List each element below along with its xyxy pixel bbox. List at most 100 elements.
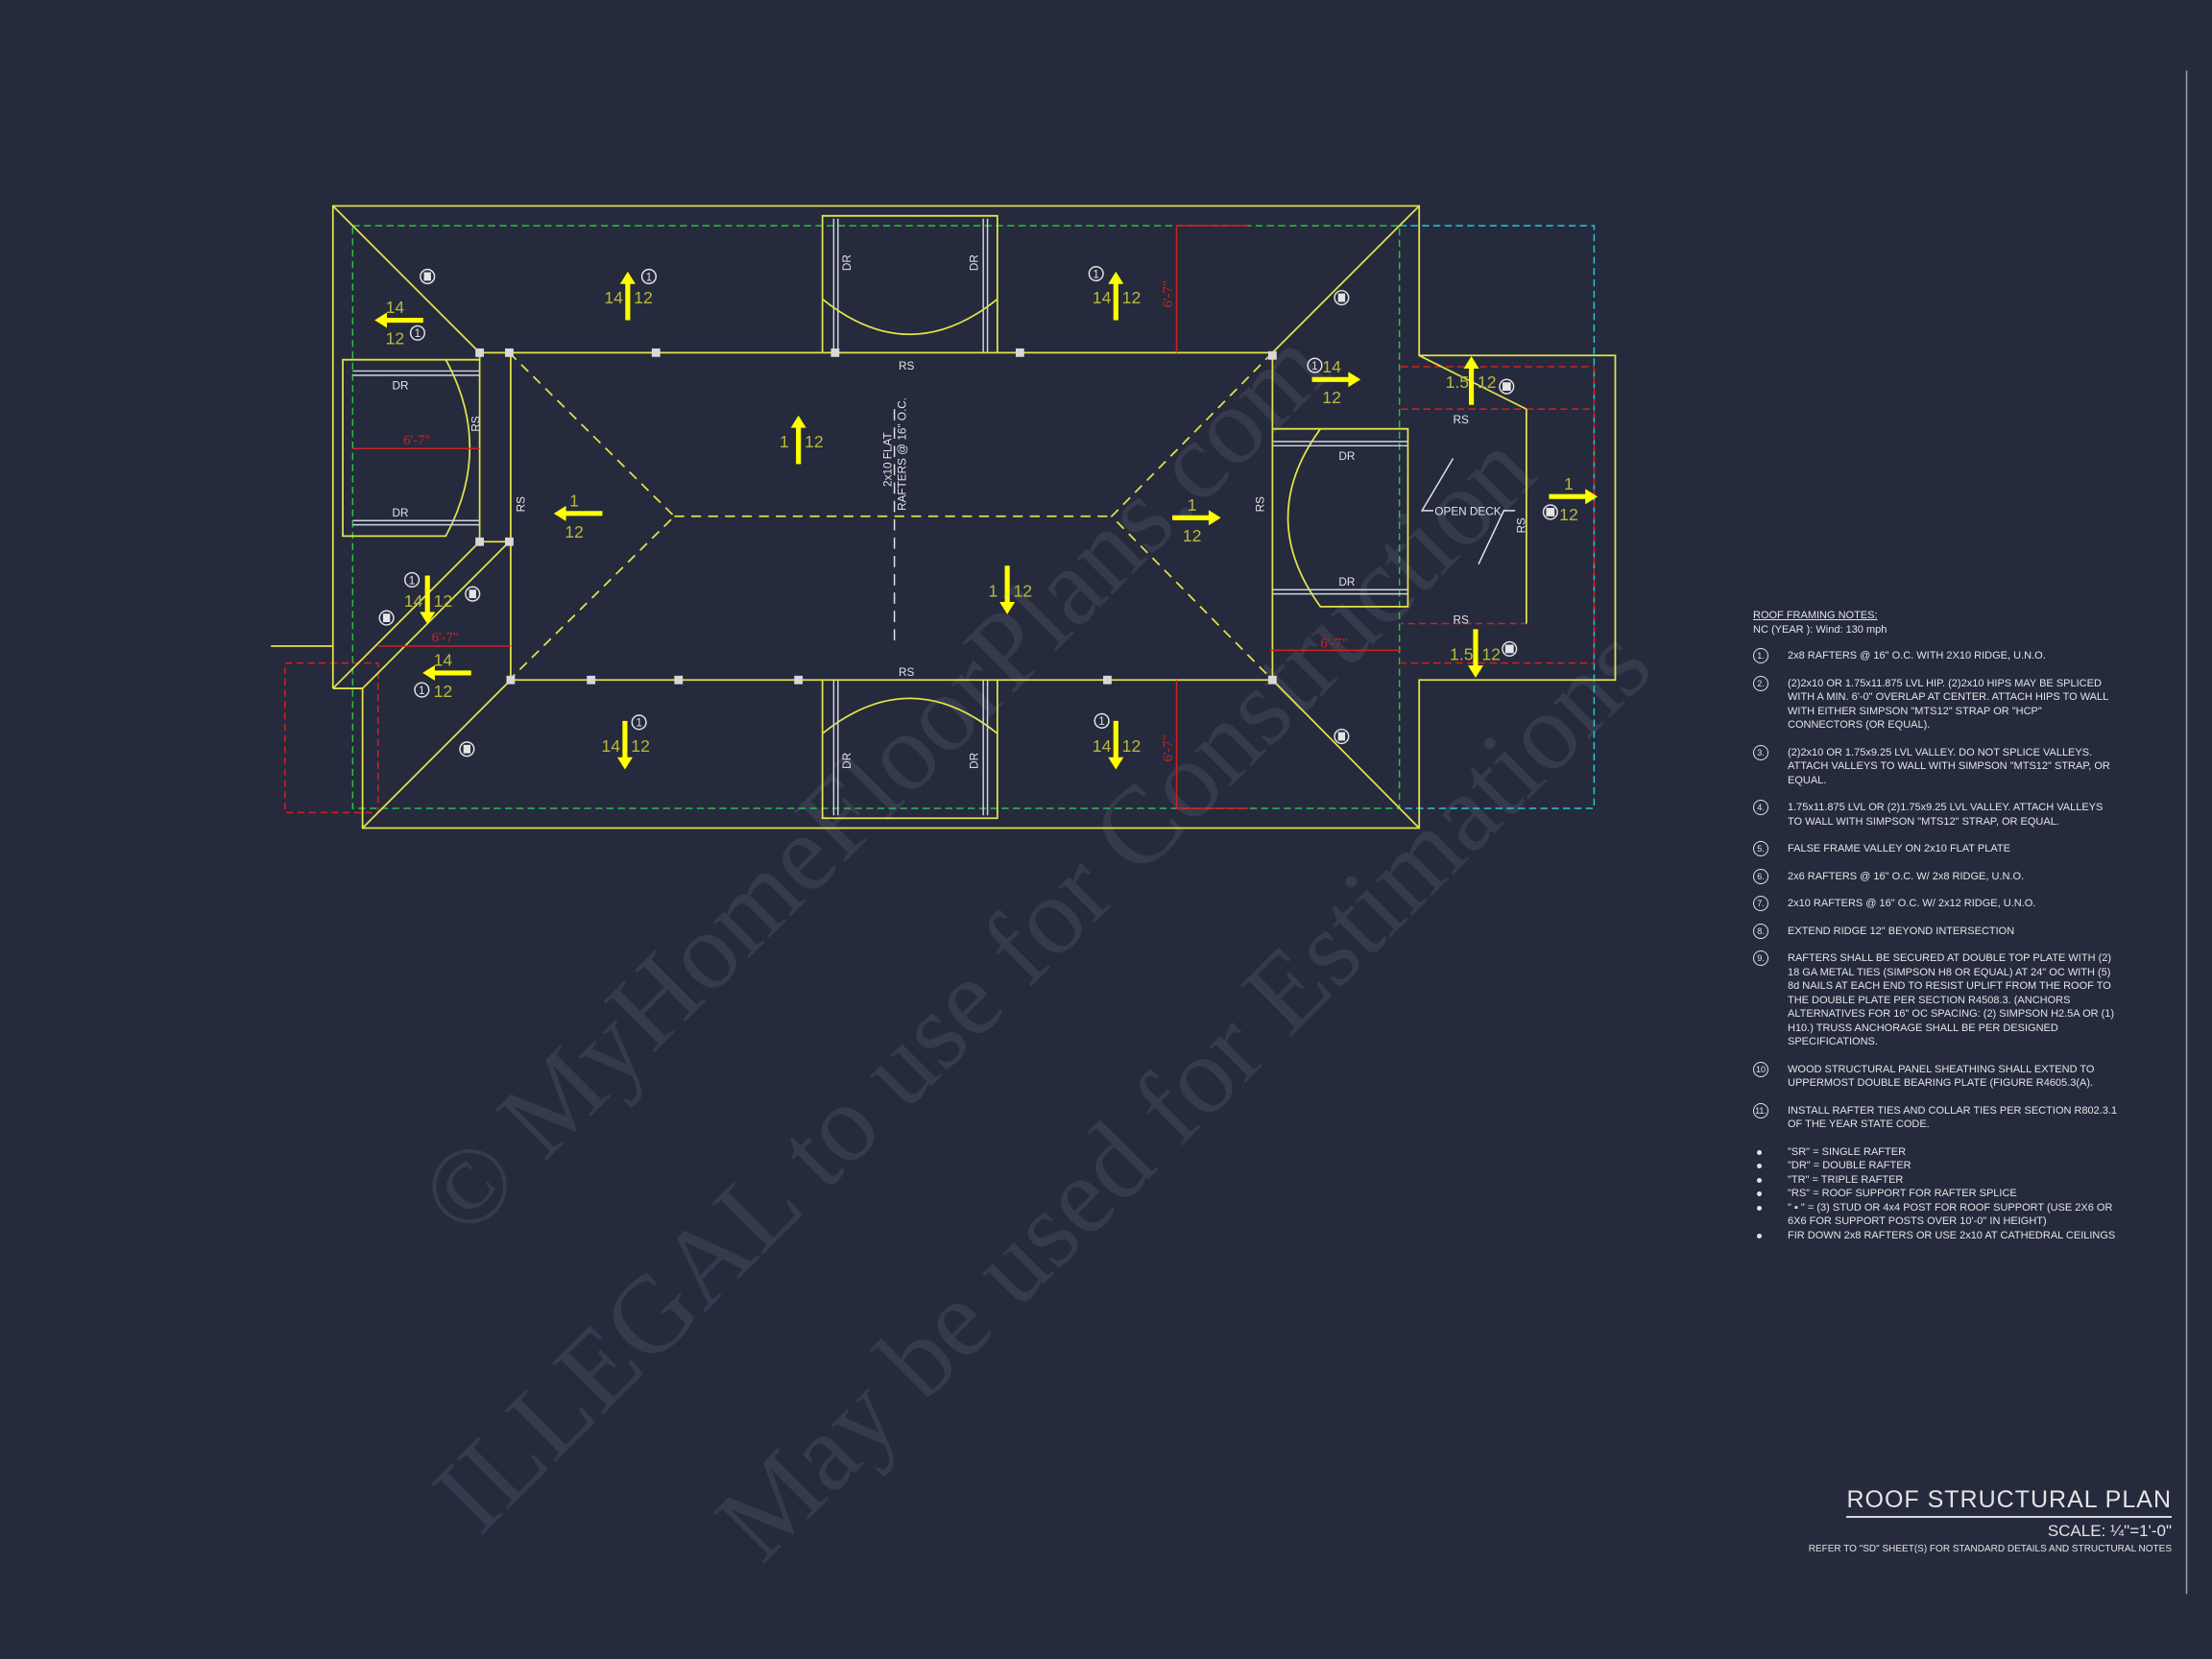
support-post-icon [587, 675, 596, 685]
watermark-line-2: ILLEGAL to use for Construction [410, 408, 1556, 1554]
note-reference-badge: 1 [1094, 712, 1110, 729]
note-number-badge: 2. [1753, 675, 1768, 691]
pitch-run: 12 [1183, 526, 1202, 545]
label-rs: RS [899, 666, 914, 679]
pitch-run: 12 [1122, 288, 1142, 307]
legend-item: "SR" = SINGLE RAFTER [1753, 1145, 2119, 1160]
legend-item: "TR" = TRIPLE RAFTER [1753, 1173, 2119, 1188]
pitch-rise: 14 [434, 651, 453, 670]
roof-outline [271, 204, 1617, 830]
arrow-right-icon [1311, 372, 1361, 388]
note-item: 4.1.75x11.875 LVL OR (2)1.75x9.25 LVL VA… [1753, 800, 2119, 829]
support-posts [475, 348, 1277, 685]
support-post-icon [1267, 675, 1277, 685]
label-dr: DR [841, 254, 854, 271]
pitch-rise: 1 [569, 492, 579, 511]
note-text: FALSE FRAME VALLEY ON 2x10 FLAT PLATE [1788, 843, 2010, 854]
pitch-rise: 14 [1093, 288, 1112, 307]
legend-item: "RS" = ROOF SUPPORT FOR RAFTER SPLICE [1753, 1187, 2119, 1201]
label-rs: RS [470, 416, 483, 431]
pitch-rise: 14 [601, 736, 620, 756]
post-marker-icon [465, 586, 481, 602]
legend-item: FIR DOWN 2x8 RAFTERS OR USE 2x10 AT CATH… [1753, 1229, 2119, 1243]
notes-legend: "SR" = SINGLE RAFTER"DR" = DOUBLE RAFTER… [1753, 1145, 2137, 1243]
roof-framing-notes: ROOF FRAMING NOTES: NC (YEAR ): Wind: 13… [1753, 609, 2137, 1242]
post-marker-icon [459, 741, 475, 757]
note-reference-number: 1 [415, 327, 421, 340]
support-post-icon [651, 348, 661, 357]
pitch-run: 12 [631, 736, 650, 756]
note-text: INSTALL RAFTER TIES AND COLLAR TIES PER … [1788, 1104, 2118, 1131]
support-post-icon [1267, 350, 1277, 360]
dormer-right [1272, 427, 1409, 608]
pitch-rise: 1 [780, 432, 789, 451]
pitch-run: 12 [1322, 388, 1341, 407]
note-number-badge: 7. [1753, 896, 1768, 911]
note-text: RAFTERS SHALL BE SECURED AT DOUBLE TOP P… [1788, 952, 2115, 1047]
note-text: 2x6 RAFTERS @ 16" O.C. W/ 2x8 RIDGE, U.N… [1788, 870, 2025, 882]
note-number-badge: 4. [1753, 800, 1768, 815]
dimension-label: 6'-7" [1320, 636, 1347, 651]
note-reference-number: 1 [1093, 268, 1099, 280]
note-reference-badge: 1 [1307, 357, 1323, 373]
support-post-icon [506, 675, 516, 685]
support-post-icon [674, 675, 684, 685]
label-flat-rafters-1: 2x10 FLAT [882, 432, 895, 487]
note-reference-number: 1 [1311, 360, 1318, 373]
label-rs: RS [1515, 517, 1527, 533]
label-rs: RS [1453, 613, 1468, 626]
arrow-right-icon [1549, 489, 1599, 505]
label-dr: DR [841, 753, 854, 769]
dimension-label: 6'-7" [1161, 734, 1176, 761]
note-text: 2x8 RAFTERS @ 16" O.C. WITH 2X10 RIDGE, … [1788, 650, 2046, 661]
note-reference-badge: 1 [640, 268, 657, 285]
arrow-down-icon [999, 565, 1016, 614]
note-reference-badge: 1 [403, 571, 421, 588]
arrow-left-icon [553, 505, 603, 521]
pitch-run: 12 [1014, 582, 1033, 601]
pitch-run: 12 [1559, 505, 1578, 524]
support-post-icon [475, 348, 484, 357]
arrow-up-icon [790, 415, 806, 465]
pitch-run: 12 [434, 682, 453, 701]
post-marker-icon [378, 610, 395, 626]
post-markers [378, 268, 1350, 757]
label-dr: DR [968, 753, 980, 769]
legend-item: " ▪ " = (3) STUD OR 4x4 POST FOR ROOF SU… [1753, 1201, 2119, 1229]
support-post-icon [1103, 675, 1112, 685]
support-post-icon [505, 537, 514, 546]
note-text: 2x10 RAFTERS @ 16" O.C. W/ 2x12 RIDGE, U… [1788, 898, 2036, 909]
label-rs: RS [899, 360, 914, 373]
arrow-up-icon [1463, 356, 1479, 405]
note-item: 7. 2x10 RAFTERS @ 16" O.C. W/ 2x12 RIDGE,… [1753, 896, 2119, 911]
notes-list: 1.2x8 RAFTERS @ 16" O.C. WITH 2X10 RIDGE… [1753, 648, 2137, 1132]
support-post-icon [505, 348, 514, 357]
note-text: WOOD STRUCTURAL PANEL SHEATHING SHALL EX… [1788, 1063, 2095, 1090]
support-post-icon [830, 348, 840, 357]
note-reference-number: 1 [409, 574, 416, 587]
pitch-rise: 1.5 [1450, 645, 1474, 664]
note-reference-badge: 1 [631, 714, 647, 731]
pitch-rise: 14 [404, 591, 423, 611]
arrow-left-icon [422, 664, 471, 681]
label-dr: DR [392, 380, 408, 393]
arrow-down-icon [420, 575, 436, 625]
pitch-indicator: 1 12 [1542, 474, 1599, 524]
label-dr: DR [1338, 576, 1355, 589]
note-item: 5.FALSE FRAME VALLEY ON 2x10 FLAT PLATE [1753, 841, 2119, 856]
label-flat-rafters-2: RAFTERS @ 16" O.C. [896, 397, 908, 511]
dormer-left [342, 358, 480, 538]
post-marker-icon [1502, 640, 1518, 657]
arrow-down-icon [1467, 629, 1483, 678]
note-reference-number: 1 [646, 271, 653, 283]
pitch-rise: 1 [1564, 474, 1574, 493]
label-dr: DR [1338, 450, 1355, 463]
label-rs: RS [1255, 496, 1267, 512]
pitch-rise: 1 [989, 582, 998, 601]
